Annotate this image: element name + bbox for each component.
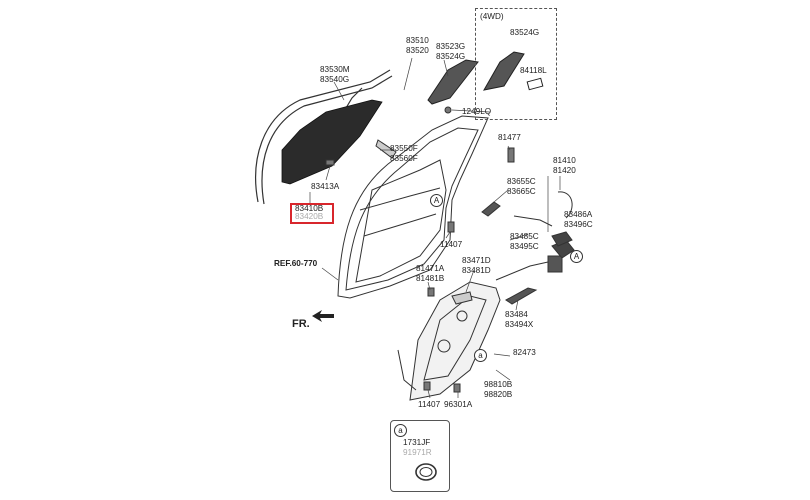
leader-lines xyxy=(309,57,561,399)
4wd-box xyxy=(475,8,557,120)
label-81477: 81477 xyxy=(498,133,521,142)
label-84118l: 84118L xyxy=(520,66,547,75)
legend-ring xyxy=(415,463,437,481)
label-96301a: 96301A xyxy=(444,400,473,409)
door-glass xyxy=(281,99,383,185)
label-ref-60-770: REF.60-770 xyxy=(274,259,318,268)
label-1249lq: 1249LQ xyxy=(462,107,492,116)
quarter-glass xyxy=(427,59,479,105)
latch-assembly xyxy=(481,191,575,305)
callout-circle-A-upper: A xyxy=(430,194,443,207)
label-11407-upper: 11407 xyxy=(440,240,463,249)
legend-circle-a: a xyxy=(394,424,407,437)
quarter-glass-4wd xyxy=(483,51,525,91)
legend-box xyxy=(390,420,450,492)
label-fr: FR. xyxy=(292,318,310,330)
label-83413a: 83413A xyxy=(311,182,340,191)
small-parts xyxy=(325,106,515,393)
callout-circle-a-module: a xyxy=(474,349,487,362)
label-11407-lower: 11407 xyxy=(418,400,441,409)
label-4wd: (4WD) xyxy=(480,12,504,21)
label-82473: 82473 xyxy=(513,348,536,357)
callout-circle-A-right: A xyxy=(570,250,583,263)
label-83524g-4wd: 83524G xyxy=(510,28,540,37)
seal-84118l xyxy=(526,77,544,91)
regulator-module xyxy=(397,281,501,401)
fr-arrow xyxy=(312,310,334,322)
highlight-box-83410b xyxy=(290,203,334,224)
